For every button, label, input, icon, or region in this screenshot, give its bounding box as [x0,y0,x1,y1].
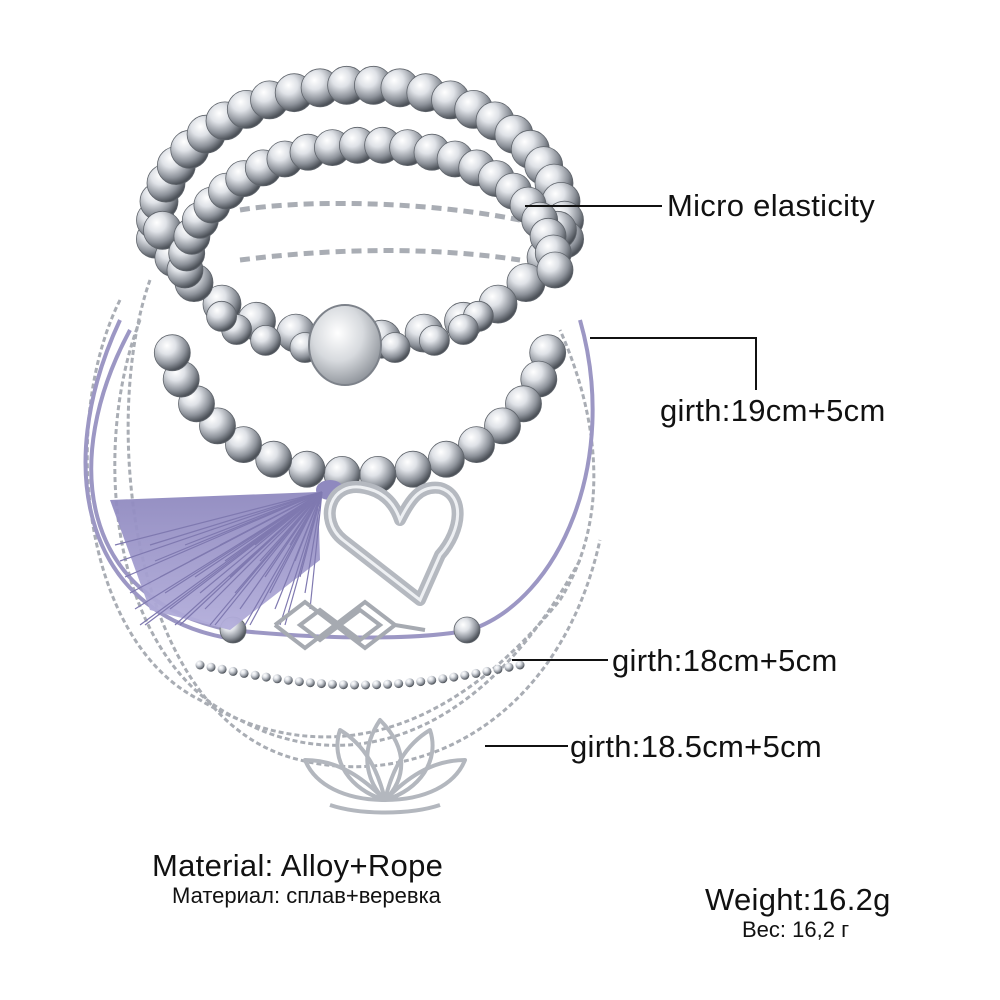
ball-chain-bead [438,674,448,684]
material-label-ru: Материал: сплав+веревка [172,883,441,908]
girth-label-19: girth:19cm+5cm [660,393,886,428]
bracelet-stack [83,65,757,815]
coin-charm [308,304,382,386]
bead [447,314,479,345]
bead [225,426,262,464]
tassel-charm [110,480,344,630]
ball-chain-bead [504,662,514,672]
tassel-thread [289,491,323,546]
tassel-thread [204,491,323,610]
tassel-thread [294,491,323,562]
tassel-thread [264,491,323,578]
tassel-thread [269,491,323,594]
weight-label-ru: Вес: 16,2 г [742,917,850,942]
ball-chain-bead [493,664,503,674]
ball-chain-bead [195,660,205,670]
strand [239,200,521,223]
ball-chain-bead [239,668,249,678]
bead [427,440,465,478]
bead [255,440,293,478]
ball-chain-bead [471,668,481,678]
tassel-thread [114,491,323,546]
weight-label-en: Weight:16.2g [705,882,891,917]
beaded-bracelets [135,65,584,690]
bead [288,450,326,488]
ball-chain-bead [383,679,393,689]
ball-chain-bead [361,680,370,690]
strand [239,248,521,263]
ball-chain-bead [515,660,525,670]
material-label-en: Material: Alloy+Rope [152,848,444,883]
ball-chain-bead [294,677,304,687]
ball-chain-bead [206,662,216,672]
bead [536,251,574,289]
girth-label-18-5: girth:18.5cm+5cm [570,729,823,764]
strand [83,319,241,642]
tassel-thread [224,491,323,562]
ball-chain-bead [283,675,293,685]
ball-chain-bead [261,672,271,682]
ball-chain-bead [217,664,227,674]
ball-chain-bead [460,670,470,680]
ball-chain-bead [427,675,437,685]
bead [418,324,450,356]
tassel-thread [184,491,323,546]
bead [379,332,411,363]
tassel-thread [149,491,323,546]
ball-chain-bead [416,677,426,687]
ball-chain-bead [327,679,337,689]
ball-chain-bead [405,678,415,688]
ball-chain-bead [228,666,238,676]
ball-chain-bead [482,666,492,676]
tassel-thread [229,491,323,578]
ball-chain-bead [250,670,260,680]
girth-label-18: girth:18cm+5cm [612,643,838,678]
tassel-thread [299,491,323,578]
ball-chain-bead [394,679,404,689]
tassel-thread [304,491,323,594]
leader-lines [485,205,757,747]
tassel-thread [119,491,323,562]
strand [85,299,596,739]
bead [453,616,481,644]
bead [484,407,521,445]
ball-chain-bead [449,672,459,682]
strand [113,319,582,747]
geometric-connector [273,599,426,651]
bead [206,300,238,332]
bead [250,324,282,356]
tassel-thread [194,491,323,578]
tassel-thread [309,491,323,610]
tassel-thread [219,491,323,546]
tassel-thread [214,491,323,626]
tassel-thread [259,491,323,562]
tassel-thread [154,491,323,562]
tassel-thread [254,491,323,546]
tassel-thread [279,491,323,626]
bead [394,450,432,488]
ball-chain-bead [338,680,348,690]
bead [458,426,495,464]
ball-chain-bead [272,674,282,684]
chain-strands [85,200,602,769]
ball-chain-bead [305,678,315,688]
ball-chain-bead [350,680,359,690]
bead [153,334,191,372]
strand [126,279,602,769]
ball-chain-bead [316,679,326,689]
ball-chain-bead [372,680,382,690]
micro-elasticity-label: Micro elasticity [667,188,876,223]
lotus-charm [303,718,467,815]
